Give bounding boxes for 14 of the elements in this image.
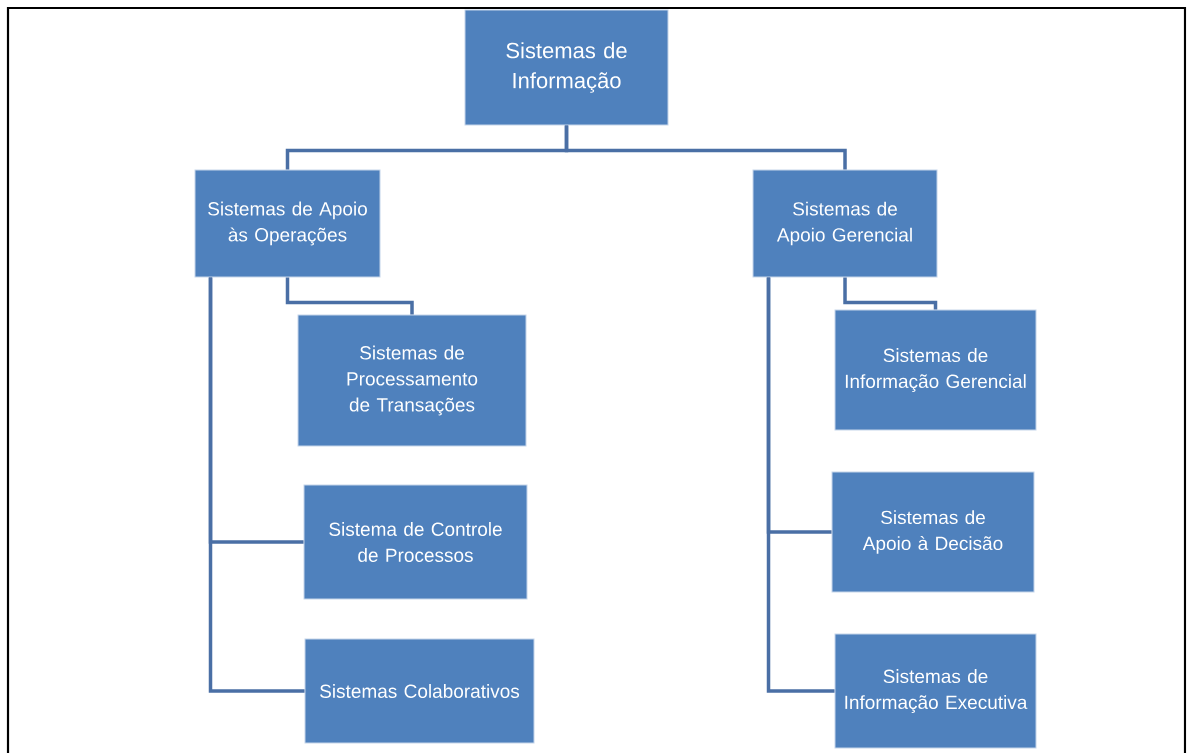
system-box: Sistemas de Apoio à Decisão <box>831 471 1035 593</box>
system-box: Sistemas de Informação Gerencial <box>834 309 1037 431</box>
system-box: Sistemas Colaborativos <box>304 638 535 744</box>
system-box: Sistemas de Informação Executiva <box>834 633 1037 749</box>
system-box: Sistema de Controle de Processos <box>303 484 528 600</box>
connector-line <box>285 277 414 315</box>
system-box: Sistemas de Apoio às Operações <box>194 169 381 278</box>
connector-line <box>843 277 938 310</box>
system-box: Sistemas de Informação <box>464 9 669 126</box>
system-box: Sistemas de Apoio Gerencial <box>752 169 938 278</box>
connector-line <box>208 277 305 693</box>
connector-line <box>766 277 835 693</box>
system-box: Sistemas de Processamento de Transações <box>297 314 527 447</box>
connector-line <box>564 125 847 170</box>
